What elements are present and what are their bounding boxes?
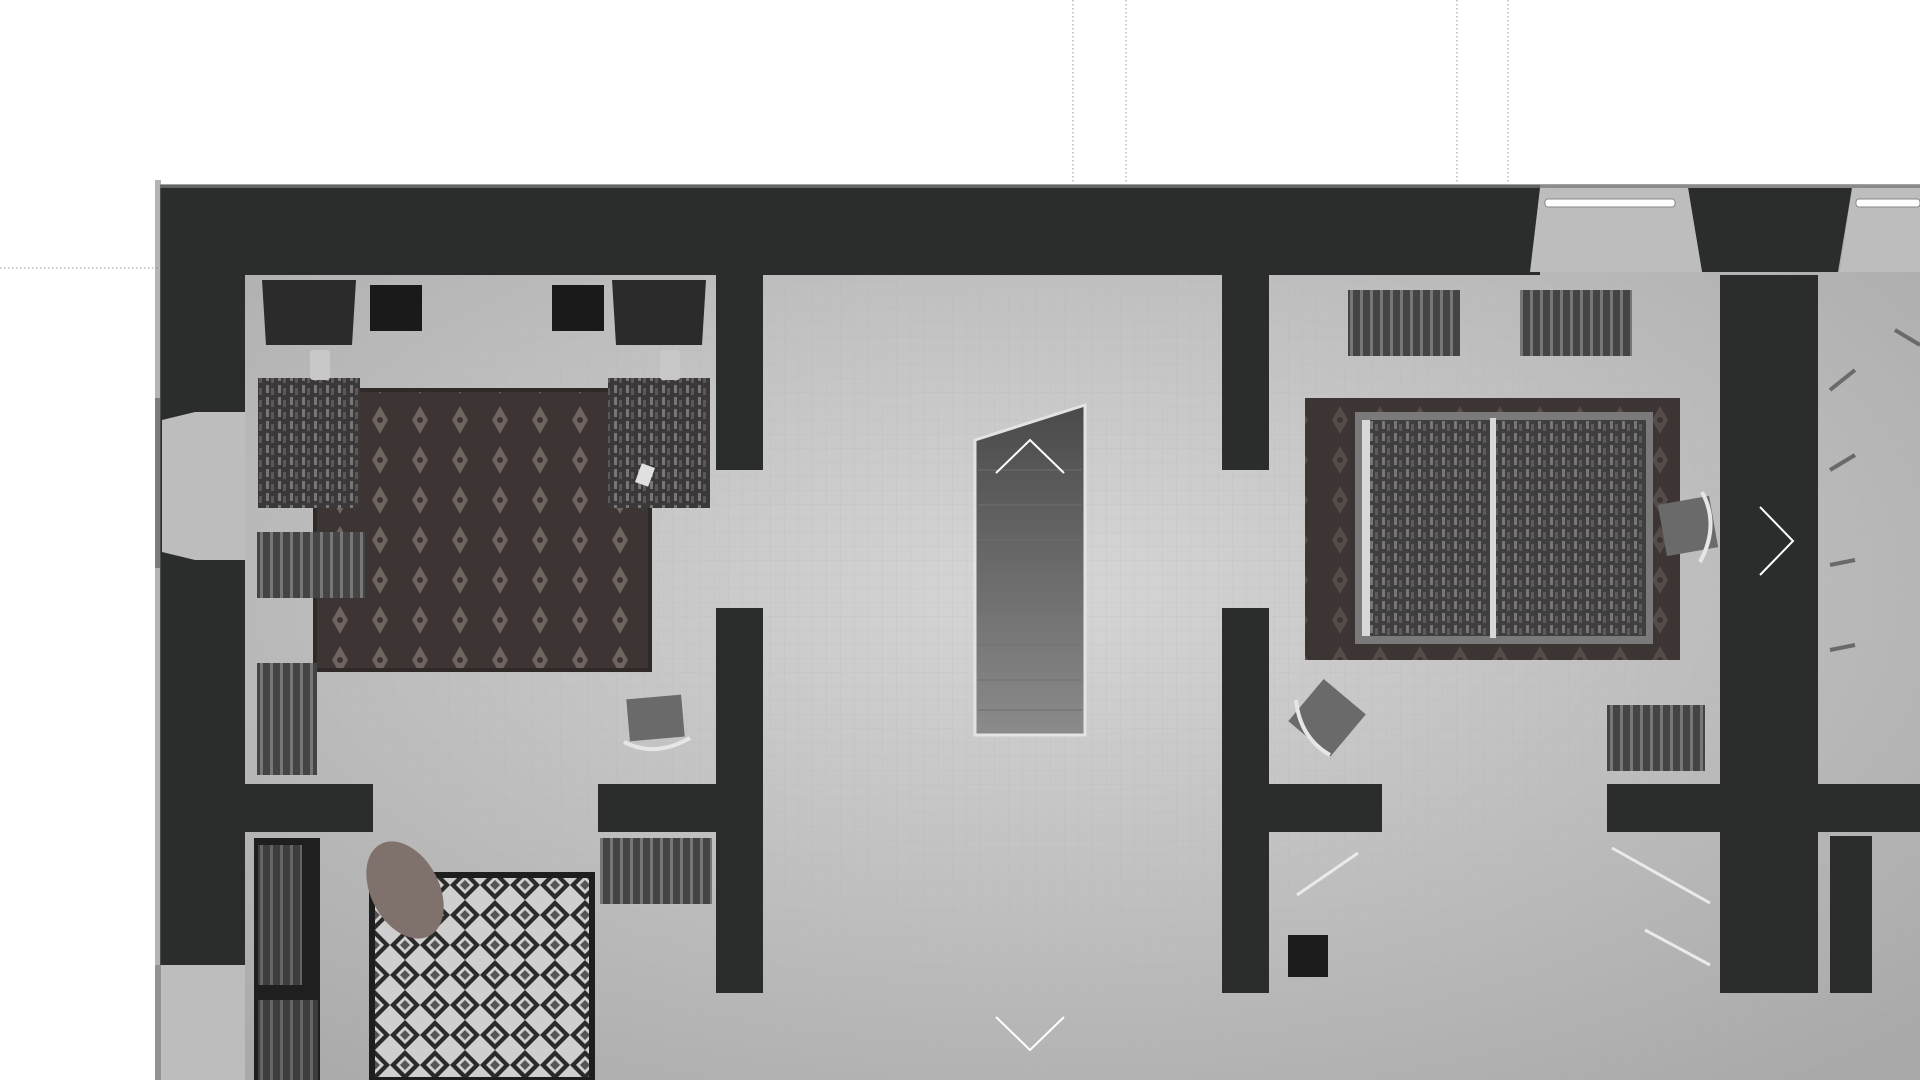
navigate-right-button[interactable] [1745,495,1805,585]
nightstand [370,285,422,331]
chair [1657,491,1719,563]
walls [160,185,1920,1080]
navigate-down-button[interactable] [990,1000,1070,1060]
dresser [1348,290,1460,356]
navigate-up-button[interactable] [990,425,1070,485]
rug [315,390,650,670]
chair [262,280,356,345]
bed-left [258,378,360,508]
stairwell [973,402,1087,737]
left-bedroom [257,280,710,775]
chevron-down-icon [995,1016,1065,1052]
top-windows [160,184,1920,272]
dimension-lines [0,0,1509,269]
left-windows [155,180,245,1080]
chevron-right-icon [1759,506,1795,576]
chair [612,280,706,345]
dresser [257,532,365,598]
bottom-left-room [254,838,712,1080]
ottoman [366,841,444,939]
bottom-right-room [1288,846,1711,977]
side-table [1288,935,1328,977]
far-right-room [1828,328,1920,652]
right-bedroom [1288,290,1719,771]
dresser [1520,290,1632,356]
bed-right [608,378,710,508]
dresser [600,838,712,904]
dresser [257,663,317,775]
nightstand [552,285,604,331]
chair [1288,678,1366,757]
chevron-up-icon [995,438,1065,474]
dresser [1607,705,1705,771]
chair [623,694,691,752]
